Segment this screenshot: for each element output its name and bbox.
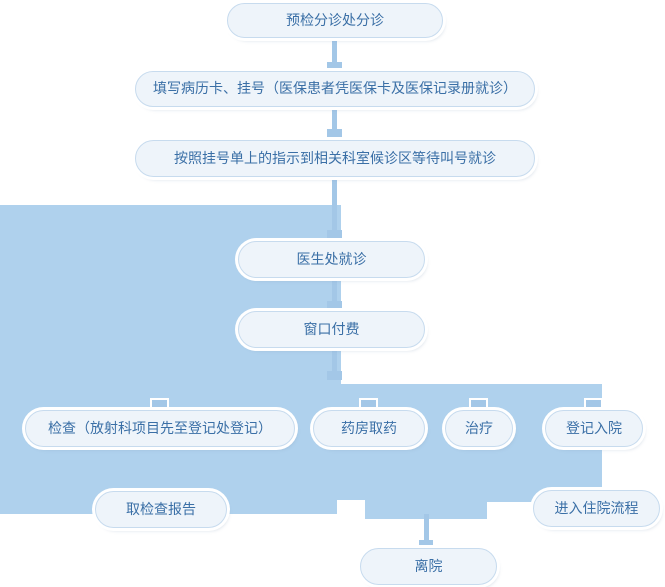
connector-line [332,278,337,303]
connector-arrow-square [327,62,342,71]
connector-arrow-square [419,540,433,549]
connector-arrow-square [327,371,342,380]
highlight-region-bottom-step [337,489,365,500]
connector-line [332,38,337,64]
connector-line [332,348,337,373]
connector-arrow-square [361,400,376,409]
node-get-report: 取检查报告 [95,491,227,528]
node-inpatient-process: 进入住院流程 [533,490,660,527]
highlight-region-upper-column [0,205,341,385]
connector-line [424,514,429,542]
node-admission-register: 登记入院 [545,410,643,447]
connector-arrow-square [327,129,342,138]
node-exam: 检查（放射科项目先至登记处登记） [25,410,295,447]
connector-arrow-square [152,400,167,409]
node-triage: 预检分诊处分诊 [227,3,443,38]
node-register: 填写病历卡、挂号（医保患者凭医保卡及医保记录册就诊） [135,71,535,107]
node-pharmacy: 药房取药 [313,410,425,447]
node-window-pay: 窗口付费 [238,311,425,348]
connector-arrow-square [586,400,601,409]
connector-arrow-square [327,301,342,310]
node-wait-call: 按照挂号单上的指示到相关科室候诊区等待叫号就诊 [135,140,535,177]
connector-arrow-square [471,400,486,409]
highlight-region-bottom-right [487,489,545,502]
node-leave-hospital: 离院 [360,548,497,585]
connector-line [332,177,337,232]
connector-line [332,107,337,131]
connector-arrow-square [327,230,342,239]
node-treatment: 治疗 [445,410,513,447]
node-doctor-visit: 医生处就诊 [238,241,425,278]
